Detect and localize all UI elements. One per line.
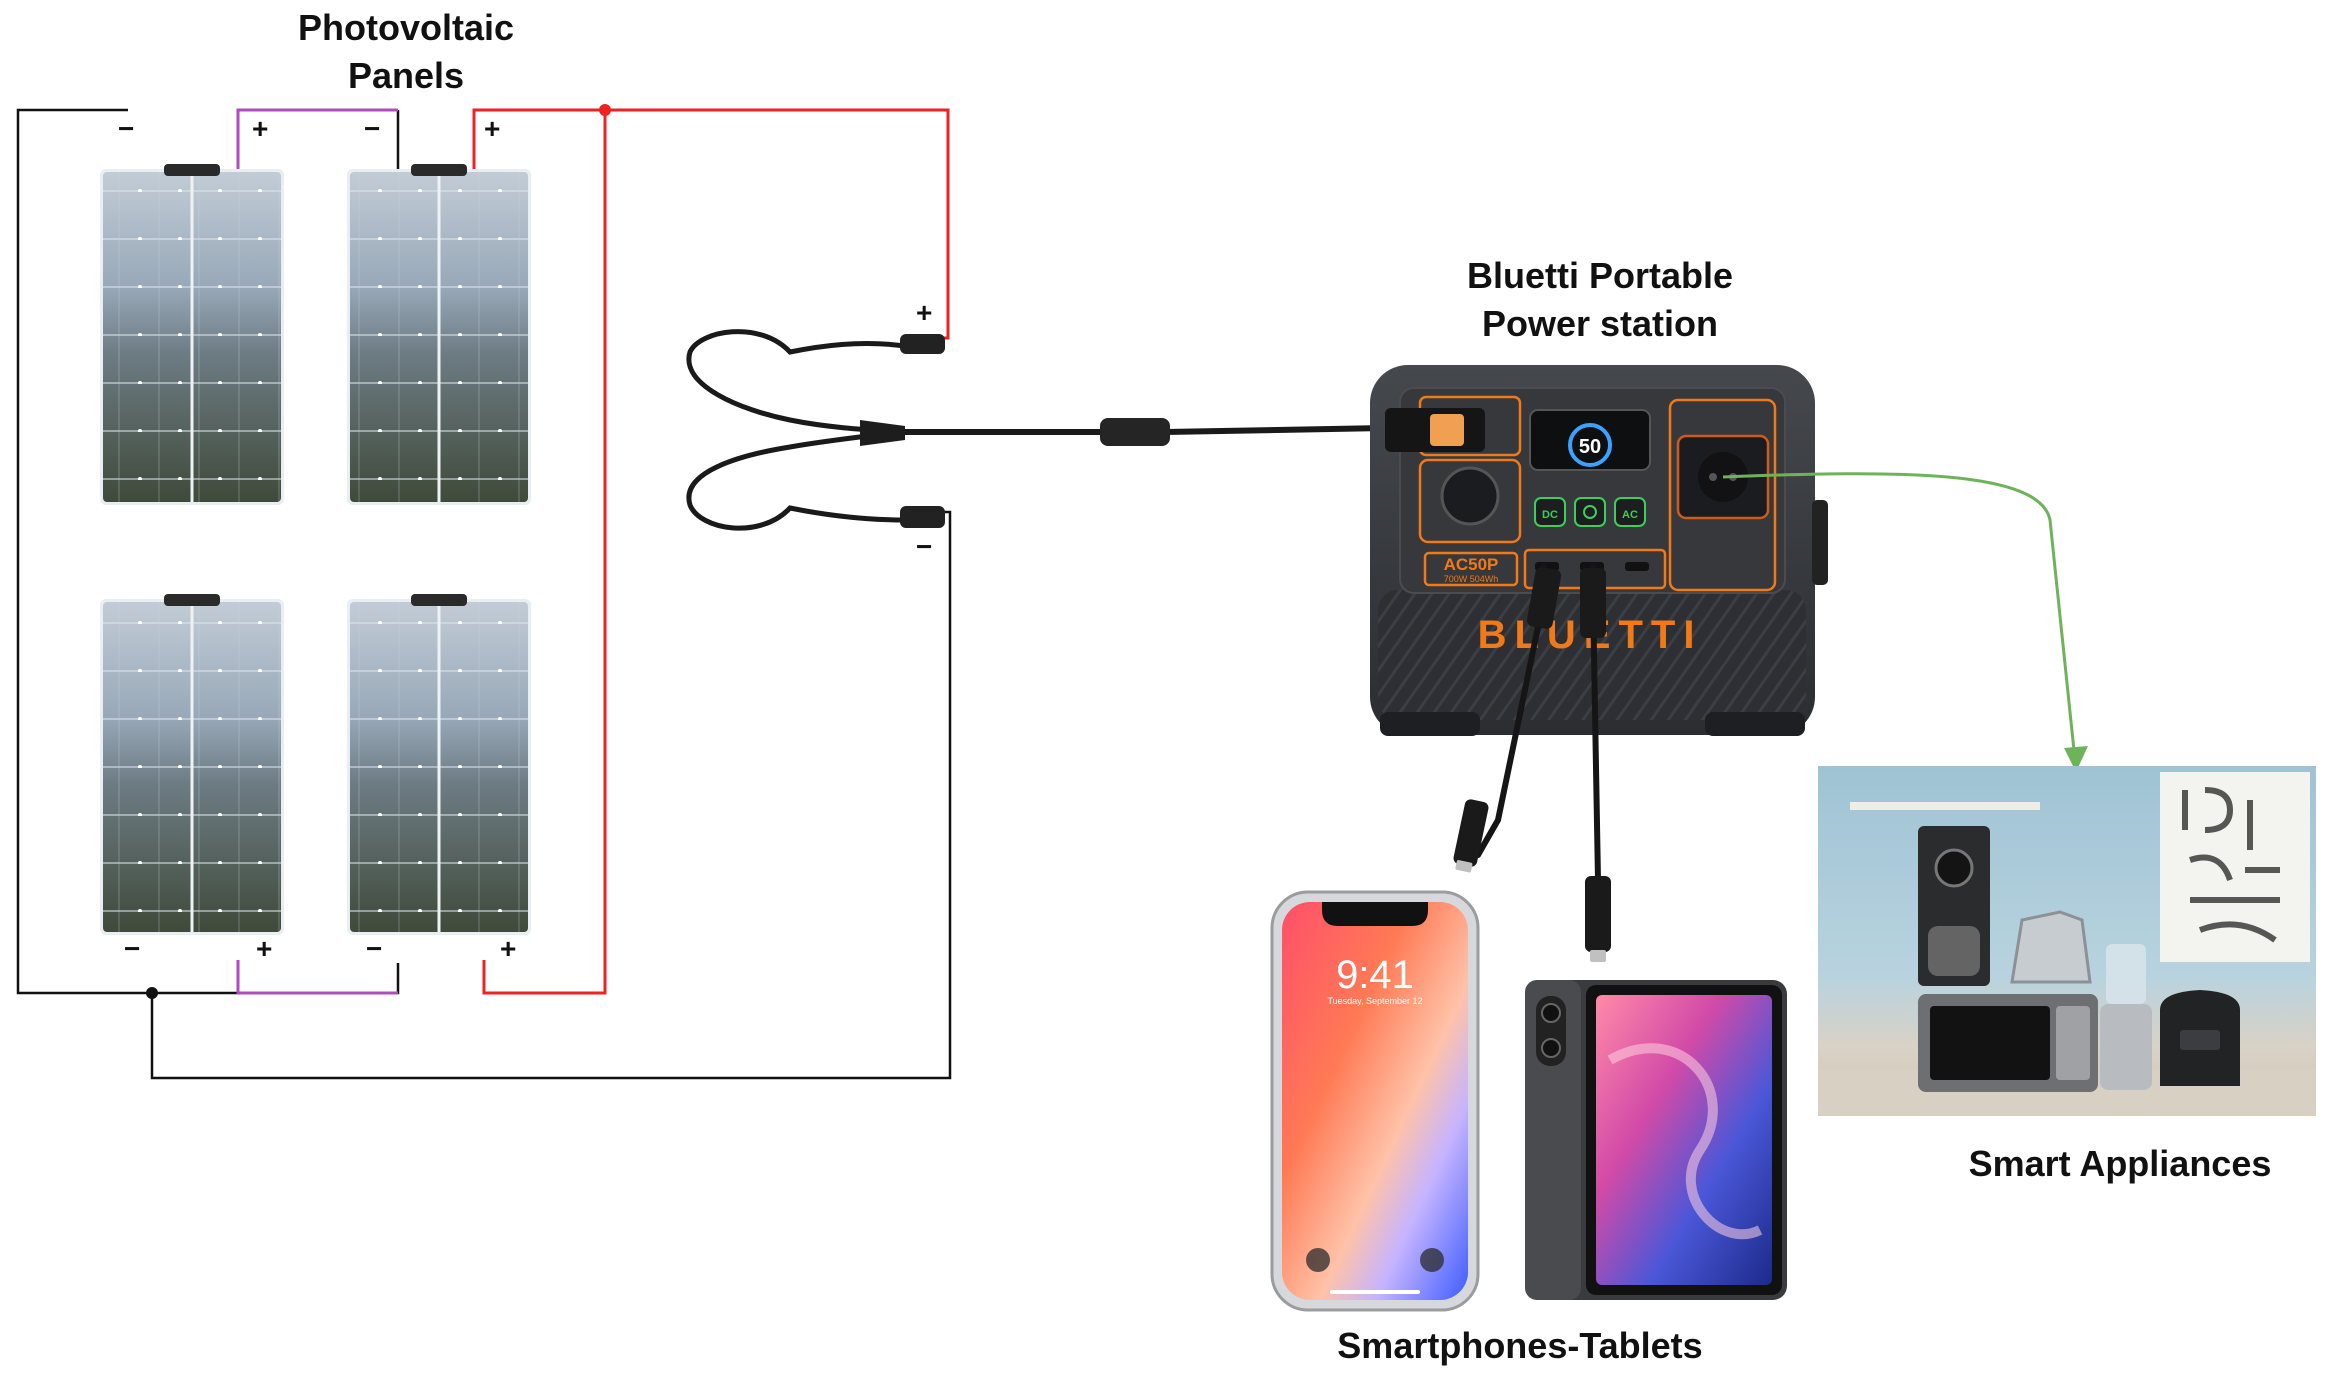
power-button-glyph (1583, 505, 1597, 519)
mc4-connector-plus (900, 334, 945, 354)
usb-c-cables (1453, 563, 1611, 962)
negative-junction-dot (146, 987, 158, 999)
station-title: Bluetti Portable Power station (1400, 252, 1800, 348)
coffee-maker-grinder (1934, 848, 1974, 888)
y-branch-cable (686, 329, 1388, 531)
main-power-box (1418, 458, 1522, 544)
polarity-minus-connector: − (916, 531, 932, 562)
tablet-camera-lens-2 (1541, 1038, 1561, 1058)
smart-appliances-photo (1818, 766, 2316, 1116)
power-station: 50 DC AC AC50P 700W 504Wh BLUETTI (1370, 365, 1828, 736)
y-splitter (860, 420, 905, 446)
blender (2106, 944, 2146, 1004)
model-spec: 700W 504Wh (1444, 574, 1499, 584)
solar-panel-2 (347, 164, 531, 505)
inline-connector (1100, 418, 1170, 446)
series-link-bottom (236, 960, 398, 995)
series-link-top (236, 108, 398, 170)
polarity-plus-p1: + (252, 113, 268, 144)
phone-lock-date: Tuesday, September 12 (1327, 996, 1422, 1006)
flashlight-icon (1306, 1248, 1330, 1272)
dc-button-label: DC (1542, 509, 1558, 521)
polarity-plus-connector: + (916, 297, 932, 328)
blender-base (2100, 1004, 2152, 1090)
station-foot-left (1380, 712, 1480, 736)
electric-kettle (2010, 910, 2092, 984)
ac-outlet-box (1668, 398, 1777, 592)
usb-c-tip-phone (1455, 860, 1473, 873)
phone-lock-time: 9:41 (1336, 953, 1414, 997)
station-foot-right (1705, 712, 1805, 736)
lcd-display (1529, 409, 1651, 471)
polarity-minus-p3: − (124, 933, 140, 964)
main-power-knob (1440, 466, 1500, 526)
positive-wire-top (472, 108, 950, 340)
solar-panel-4 (347, 594, 531, 935)
polarity-minus-p1: − (118, 113, 134, 144)
panels-title-line2: Panels (347, 55, 465, 96)
solar-panel-1 (100, 164, 284, 505)
phone-notch (1322, 902, 1428, 926)
tablet-camera-lens-1 (1541, 1003, 1561, 1023)
polarity-plus-p4: + (500, 933, 516, 964)
ac-output-arrowhead (2064, 746, 2088, 772)
station-title-line2: Power station (1481, 303, 1719, 344)
dc-input-plug-tip (1430, 414, 1464, 446)
microwave-panel (2056, 1006, 2090, 1080)
tablet-wallpaper-swirl (1607, 1043, 1763, 1240)
kitchen-shelf (1850, 802, 2040, 810)
poster-lettering-art (2182, 787, 2280, 943)
usb-c-plug-tablet-top (1580, 568, 1606, 638)
phone-home-indicator (1330, 1290, 1420, 1294)
usb-c-plug-phone (1453, 799, 1489, 867)
panels-title-line1: Photovoltaic (297, 7, 515, 48)
ac-button (1614, 497, 1646, 527)
usb-c-tip-tablet (1590, 950, 1606, 962)
tablet (1525, 980, 1787, 1300)
microwave-window (1930, 1006, 2050, 1080)
smartphone: 9:41 Tuesday, September 12 (1270, 890, 1480, 1312)
polarity-minus-p4: − (366, 933, 382, 964)
junction-box (411, 594, 467, 606)
tablet-screen (1596, 995, 1772, 1285)
junction-box (164, 164, 220, 176)
solar-panel-array (100, 164, 531, 935)
ac-button-label: AC (1622, 509, 1638, 521)
camera-icon (1420, 1248, 1444, 1272)
devices-title: Smartphones-Tablets (1337, 1325, 1703, 1366)
solar-panel-3 (100, 594, 284, 935)
junction-box (411, 164, 467, 176)
power-button (1574, 497, 1606, 527)
positive-wire-bottom (482, 110, 607, 995)
phone-screen (1282, 902, 1468, 1300)
appliances-title: Smart Appliances (1968, 1143, 2272, 1184)
station-title-line1: Bluetti Portable (1466, 255, 1734, 296)
junction-box (164, 594, 220, 606)
usb-port-3 (1625, 562, 1649, 571)
display-percent: 50 (1579, 436, 1601, 458)
polarity-minus-p2: − (364, 113, 380, 144)
usb-c-plug-tablet (1585, 876, 1611, 952)
rice-cooker-display (2180, 1030, 2220, 1050)
display-ring (1568, 423, 1612, 467)
panels-title: Photovoltaic Panels (256, 4, 556, 100)
model-label-box (1423, 551, 1519, 587)
model-label: AC50P (1444, 555, 1499, 574)
ac-outlet-pin-left (1709, 473, 1717, 481)
polarity-plus-p2: + (484, 113, 500, 144)
dc-button (1534, 497, 1566, 527)
station-side-handle (1812, 500, 1828, 585)
polarity-plus-p3: + (256, 933, 272, 964)
usb-c-plug-phone-top (1526, 567, 1562, 629)
negative-wire-left-loop (16, 108, 400, 995)
coffee-pot (1928, 926, 1980, 976)
positive-junction-dot (599, 104, 611, 116)
ac-output-wire (1722, 472, 2077, 761)
mc4-connector-minus (900, 506, 945, 528)
